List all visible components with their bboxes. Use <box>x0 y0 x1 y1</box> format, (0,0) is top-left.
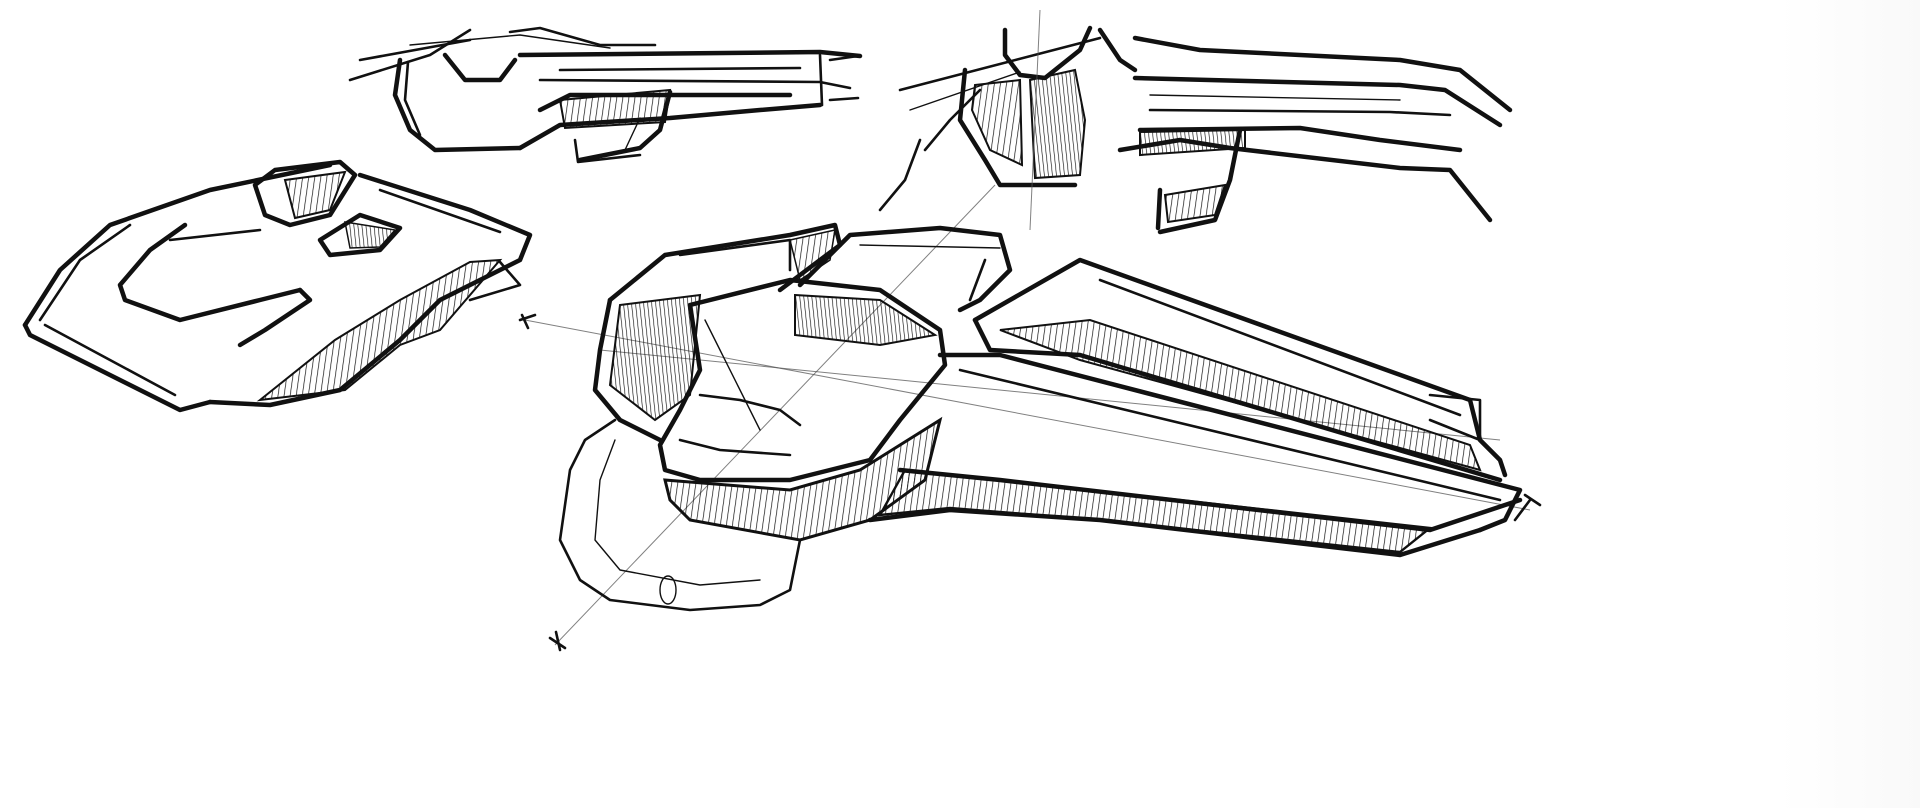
sketch-view-three-quarter <box>22 159 533 413</box>
sketch-view-front-large <box>878 9 1513 235</box>
sketch-view-perspective <box>518 184 1542 652</box>
sketch-view-front-small <box>348 26 863 164</box>
